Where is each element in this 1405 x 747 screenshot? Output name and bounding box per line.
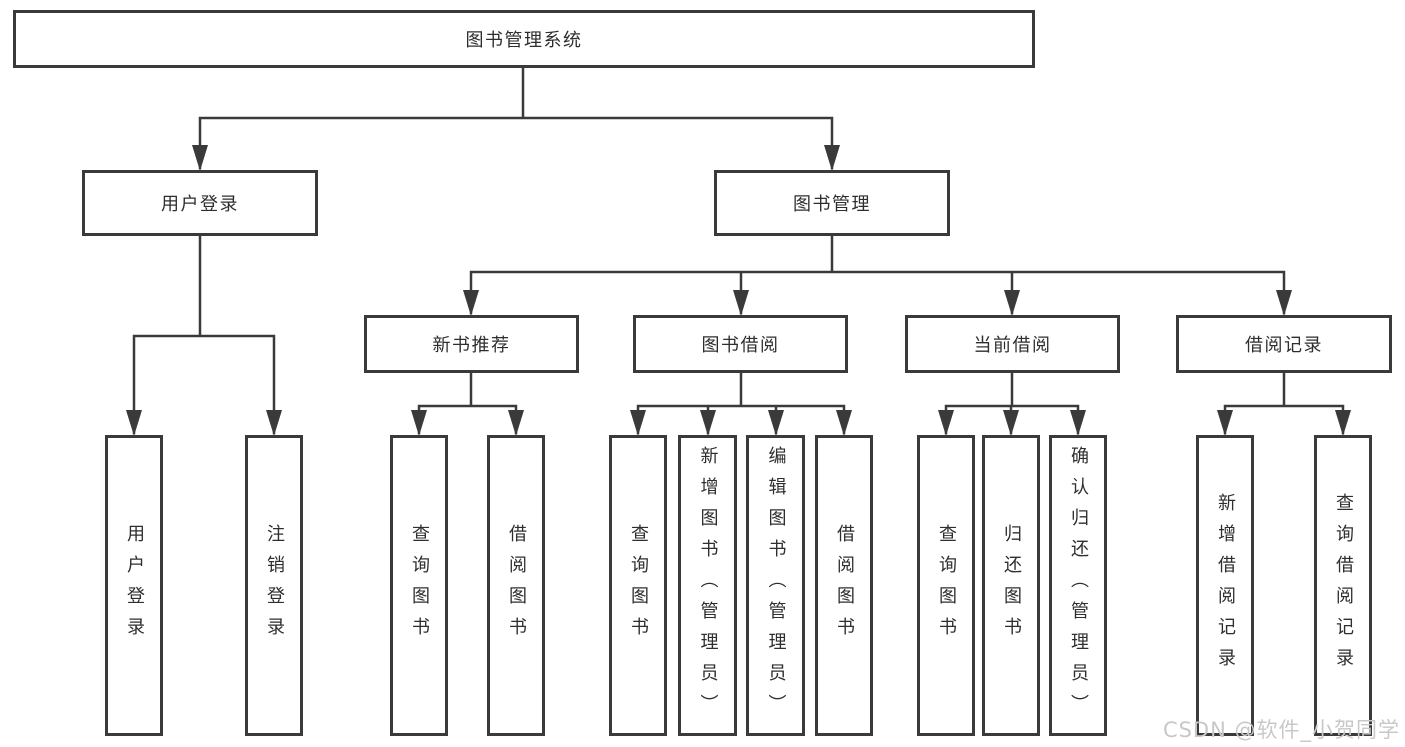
leaf-edit-book-admin: 编辑图书（管理员） bbox=[746, 435, 805, 736]
leaf-query-books-2-label: 查询图书 bbox=[628, 523, 649, 648]
leaf-query-borrow-record: 查询借阅记录 bbox=[1314, 435, 1372, 736]
node-new-book-recommend-label: 新书推荐 bbox=[432, 335, 511, 356]
leaf-add-book-admin: 新增图书（管理员） bbox=[678, 435, 737, 736]
node-borrow-records: 借阅记录 bbox=[1176, 315, 1392, 373]
leaf-borrow-books-2: 借阅图书 bbox=[815, 435, 873, 736]
leaf-return-book: 归还图书 bbox=[982, 435, 1040, 736]
leaf-borrow-books-2-label: 借阅图书 bbox=[834, 523, 855, 648]
connector-root-to-level1 bbox=[192, 66, 840, 171]
leaf-user-login-label: 用户登录 bbox=[124, 523, 145, 648]
leaf-query-books-2: 查询图书 bbox=[609, 435, 667, 736]
leaf-borrow-books-1-label: 借阅图书 bbox=[506, 523, 527, 648]
node-book-borrow-label: 图书借阅 bbox=[701, 335, 780, 356]
connector-current-borrow-to-leaves bbox=[938, 371, 1086, 436]
node-borrow-records-label: 借阅记录 bbox=[1245, 335, 1323, 356]
node-book-management: 图书管理 bbox=[714, 170, 950, 236]
leaf-user-login: 用户登录 bbox=[105, 435, 163, 736]
leaf-logout-label: 注销登录 bbox=[264, 523, 285, 648]
node-book-management-label: 图书管理 bbox=[793, 194, 871, 215]
leaf-query-books-3: 查询图书 bbox=[917, 435, 975, 736]
node-user-login-label: 用户登录 bbox=[161, 194, 239, 215]
leaf-add-book-admin-label: 新增图书（管理员） bbox=[697, 446, 719, 725]
watermark: CSDN @软件_小贺同学 bbox=[1162, 718, 1400, 742]
leaf-logout: 注销登录 bbox=[245, 435, 303, 736]
node-current-borrow-label: 当前借阅 bbox=[973, 335, 1052, 356]
connector-new-book-recommend-to-leaves bbox=[411, 371, 524, 436]
node-current-borrow: 当前借阅 bbox=[905, 315, 1120, 373]
leaf-query-borrow-record-label: 查询借阅记录 bbox=[1333, 492, 1354, 679]
node-book-borrow: 图书借阅 bbox=[633, 315, 848, 373]
leaf-confirm-return-admin-label: 确认归还（管理员） bbox=[1068, 446, 1089, 725]
leaf-add-borrow-record: 新增借阅记录 bbox=[1196, 435, 1254, 736]
node-new-book-recommend: 新书推荐 bbox=[364, 315, 579, 373]
connector-book-borrow-to-leaves bbox=[630, 371, 852, 436]
leaf-query-books-1: 查询图书 bbox=[390, 435, 448, 736]
leaf-query-books-1-label: 查询图书 bbox=[409, 523, 430, 648]
leaf-confirm-return-admin: 确认归还（管理员） bbox=[1049, 435, 1107, 736]
leaf-return-book-label: 归还图书 bbox=[1001, 523, 1022, 648]
connector-book-management-to-level2 bbox=[463, 234, 1292, 316]
node-library-system-label: 图书管理系统 bbox=[465, 30, 583, 51]
leaf-edit-book-admin-label: 编辑图书（管理员） bbox=[765, 446, 787, 725]
connector-borrow-records-to-leaves bbox=[1217, 371, 1351, 436]
leaf-add-borrow-record-label: 新增借阅记录 bbox=[1215, 492, 1236, 679]
leaf-query-books-3-label: 查询图书 bbox=[936, 523, 957, 648]
leaf-borrow-books-1: 借阅图书 bbox=[487, 435, 545, 736]
node-user-login: 用户登录 bbox=[82, 170, 318, 236]
connector-user-login-to-leaves bbox=[126, 234, 282, 436]
node-library-system: 图书管理系统 bbox=[13, 10, 1035, 68]
